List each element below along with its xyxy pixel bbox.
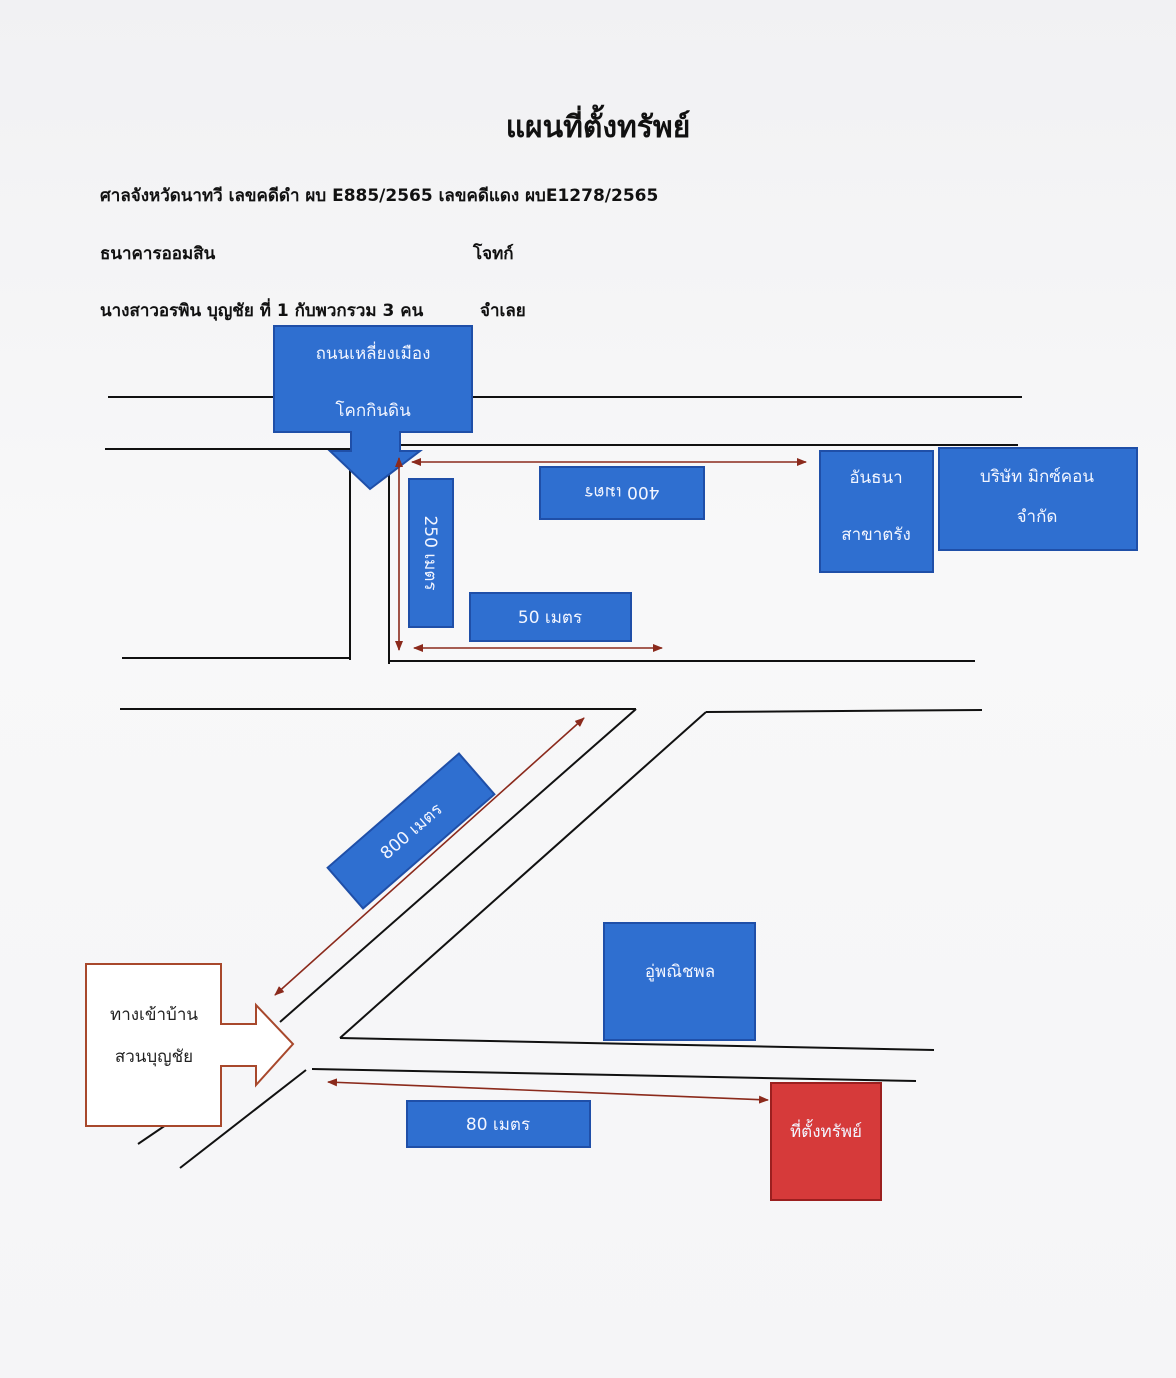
- court-case-line: ศาลจังหวัดนาทวี เลขคดีดำ ผบ E885/2565 เล…: [100, 186, 659, 206]
- bank-line2: สาขาตรัง: [841, 525, 911, 545]
- plaintiff-role: โจทก์: [473, 244, 514, 264]
- defendant-role: จำเลย: [480, 301, 526, 321]
- landmark-property: ที่ตั้งทรัพย์: [770, 1082, 882, 1201]
- arrow-80m: [327, 1078, 769, 1104]
- road-sign: ถนนเหลี่ยงเมือง โคกกินดิน: [273, 325, 473, 491]
- landmark-bank: อันธนา สาขาตรัง: [819, 450, 934, 573]
- road-sign-line1: ถนนเหลี่ยงเมือง: [316, 341, 431, 364]
- road-sign-line2: โคกกินดิน: [335, 400, 411, 421]
- plaintiff-name: ธนาคารออมสิน: [100, 244, 216, 264]
- lower-road-top: [339, 1037, 935, 1051]
- landmark-garage: อู่พณิชพล: [603, 922, 756, 1041]
- label-800m: 800 เมตร: [326, 752, 496, 910]
- property-label: ที่ตั้งทรัพย์: [790, 1119, 862, 1142]
- label-400m-text: 400 เมตร: [584, 482, 659, 502]
- village-entrance-arrow: [85, 963, 295, 1127]
- diag-road-lower-right: [179, 1069, 307, 1169]
- page-title: แผนที่ตั้งทรัพย์: [505, 110, 691, 145]
- lower-road-bottom: [311, 1068, 917, 1082]
- garage-label: อู่พณิชพล: [645, 962, 715, 982]
- company-line2: จำกัด: [1017, 507, 1058, 527]
- company-line1: บริษัท มิกซ์คอน: [980, 467, 1094, 487]
- defendant-name: นางสาวอรพิน บุญชัย ที่ 1 กับพวกรวม 3 คน: [100, 301, 424, 321]
- landmark-village-entrance: ทางเข้าบ้าน สวนบุญชัย: [85, 963, 295, 1127]
- village-entrance-line1: ทางเข้าบ้าน: [110, 1005, 198, 1025]
- bank-line1: อันธนา: [849, 468, 902, 488]
- label-400m: 400 เมตร: [539, 466, 705, 520]
- label-80m-text: 80 เมตร: [466, 1115, 530, 1135]
- label-80m: 80 เมตร: [406, 1100, 591, 1148]
- label-50m-text: 50 เมตร: [518, 608, 582, 628]
- landmark-company: บริษัท มิกซ์คอน จำกัด: [938, 447, 1138, 551]
- label-250m-text: 250 เมตร: [420, 515, 440, 590]
- arrow-800m: [274, 717, 585, 996]
- cross-road-bottom-right: [705, 709, 983, 713]
- distance-arrows: [274, 457, 807, 1104]
- village-entrance-line2: สวนบุญชัย: [115, 1047, 193, 1067]
- label-50m: 50 เมตร: [469, 592, 632, 642]
- label-250m: 250 เมตร: [408, 478, 454, 628]
